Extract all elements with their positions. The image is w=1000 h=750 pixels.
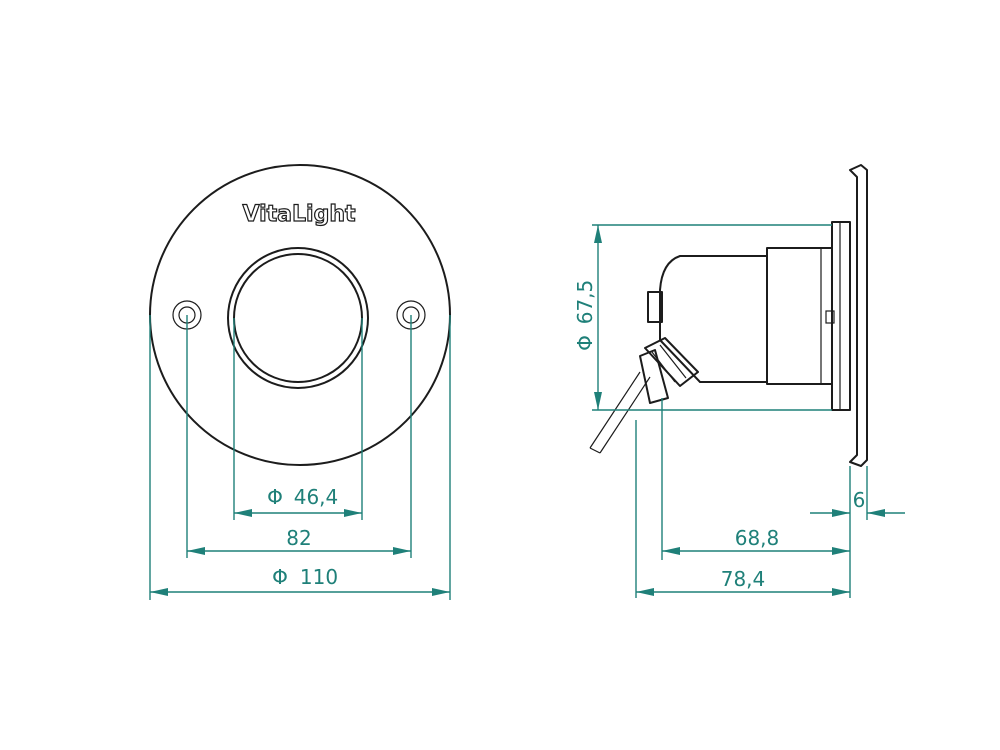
cable-gland: [639, 337, 699, 404]
outer-diameter-symbol: Φ: [272, 565, 288, 589]
front-view: VitaLight Φ 46,4 82 Φ 110: [149, 164, 451, 600]
body-depth-value: 68,8: [735, 526, 780, 550]
lens-diameter-symbol: Φ: [267, 485, 283, 509]
body-screw: [825, 310, 835, 324]
hole-spacing-value: 82: [286, 526, 311, 550]
logo-text: VitaLight: [242, 202, 356, 227]
mounting-ring: [831, 221, 851, 411]
body-diameter-symbol: Φ: [573, 335, 597, 351]
dimension-hole-spacing: 82: [187, 526, 411, 555]
flange-thickness-value: 6: [853, 488, 866, 512]
lens-diameter-value: 46,4: [294, 485, 339, 509]
dimension-total-depth: 78,4: [636, 567, 850, 596]
outer-diameter-value: 110: [300, 565, 338, 589]
body-diameter-value: 67,5: [573, 280, 597, 325]
side-view: Φ 67,5 6 68,8 78,4: [573, 164, 905, 598]
dimension-body-depth: 68,8: [662, 526, 850, 555]
dimension-outer-diameter: Φ 110: [150, 565, 450, 596]
lens-ring-outer: [227, 247, 369, 389]
lens-ring-inner: [233, 253, 363, 383]
dimension-lens-diameter: Φ 46,4: [234, 485, 362, 517]
total-depth-value: 78,4: [721, 567, 766, 591]
flange-outline: [849, 164, 868, 467]
dimension-flange-thickness: 6: [810, 488, 905, 517]
rear-housing: [659, 255, 768, 383]
body-cylinder: [766, 247, 833, 385]
cable: [589, 371, 651, 454]
housing-nub: [647, 291, 663, 323]
dimension-body-diameter: Φ 67,5: [573, 225, 602, 410]
